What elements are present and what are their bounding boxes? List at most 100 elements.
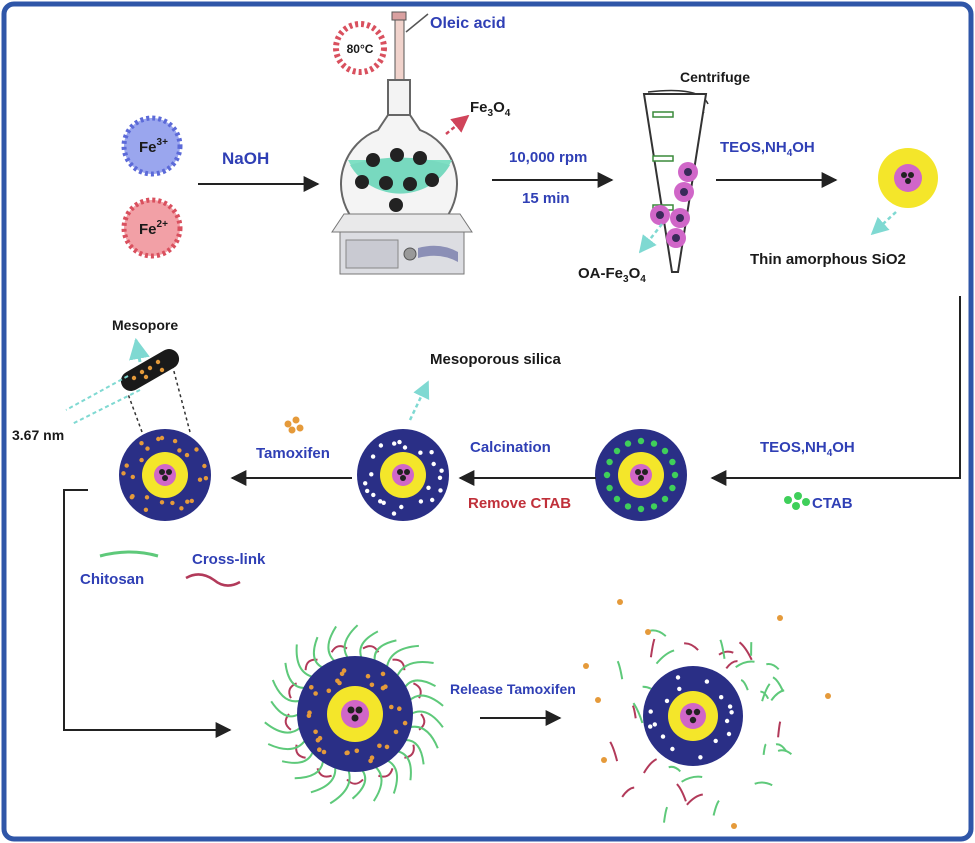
ctab-dot bbox=[669, 458, 676, 466]
chitosan-fiber bbox=[408, 694, 444, 707]
loose-fiber bbox=[621, 786, 635, 798]
chitosan-fiber bbox=[396, 750, 412, 781]
released-drug-dot bbox=[595, 697, 601, 703]
return-arrow bbox=[710, 296, 961, 486]
pore-dot bbox=[384, 744, 390, 750]
chitosan-fiber bbox=[264, 721, 302, 734]
pore-dot bbox=[124, 463, 129, 468]
pore-dot bbox=[418, 499, 424, 504]
ctab-dot bbox=[606, 484, 613, 492]
pore-dot bbox=[365, 673, 371, 679]
thin-silica-label: Thin amorphous SiO2 bbox=[750, 251, 906, 268]
pore-dot bbox=[339, 671, 345, 677]
ctab-dot bbox=[669, 484, 676, 492]
oleic-acid-label: Oleic acid bbox=[430, 15, 506, 32]
drug-loaded-particle bbox=[119, 429, 211, 521]
chitosan-fiber bbox=[385, 644, 419, 669]
fe3o4-label: Fe3O4 bbox=[470, 99, 511, 119]
released-drug-dot bbox=[825, 693, 831, 699]
pore-dot bbox=[139, 441, 144, 446]
ctab-dot bbox=[603, 471, 611, 479]
calcination-label: Calcination bbox=[470, 439, 551, 456]
chitosan-fiber bbox=[270, 700, 300, 718]
chitosan-fiber bbox=[343, 624, 359, 659]
loose-fiber bbox=[718, 650, 734, 656]
chitosan-fiber bbox=[372, 765, 383, 802]
chitosan-fiber bbox=[329, 769, 351, 805]
loose-fiber bbox=[761, 683, 771, 702]
released-particle bbox=[583, 599, 831, 829]
pore-dot bbox=[363, 481, 368, 486]
pore-dot bbox=[726, 731, 732, 737]
pore-dot bbox=[365, 488, 370, 494]
pore-dot bbox=[189, 498, 194, 504]
pore-dot bbox=[368, 758, 373, 764]
fe3o4-pointer bbox=[445, 114, 470, 135]
pore-dot bbox=[354, 748, 360, 754]
pore-dot bbox=[418, 450, 423, 455]
pore-dot bbox=[130, 474, 135, 480]
chitosan-fiber bbox=[310, 766, 337, 794]
pore-dot bbox=[660, 734, 666, 739]
pore-dot bbox=[439, 468, 444, 473]
pore-dot bbox=[313, 729, 318, 735]
released-drug-dot bbox=[645, 629, 651, 635]
pore-dot bbox=[426, 485, 431, 490]
loose-fiber bbox=[650, 629, 667, 637]
released-drug-dot bbox=[583, 663, 589, 669]
pore-dot bbox=[313, 691, 318, 696]
pore-dot bbox=[326, 688, 332, 694]
mesoporous-silica-label: Mesoporous silica bbox=[430, 351, 562, 368]
pore-dot bbox=[143, 507, 149, 512]
pore-dot bbox=[144, 495, 150, 500]
pore-dot bbox=[438, 488, 443, 493]
ctab-dot bbox=[624, 503, 632, 510]
loose-fiber bbox=[686, 793, 703, 806]
ctab-dot bbox=[661, 495, 669, 503]
chitosan-fiber bbox=[312, 636, 324, 669]
pore-dot bbox=[670, 746, 675, 752]
ctab-dot bbox=[613, 447, 621, 455]
pore-dot bbox=[380, 685, 386, 691]
pore-dot bbox=[378, 499, 383, 504]
flask-icon bbox=[340, 79, 458, 243]
chitosan-fiber bbox=[395, 660, 434, 678]
chitosan-fiber bbox=[359, 630, 379, 659]
loose-fiber bbox=[643, 758, 658, 774]
fe2-ion: Fe2+ bbox=[121, 197, 183, 259]
tamoxifen-label: Tamoxifen bbox=[256, 445, 330, 462]
chitosan-fiber bbox=[386, 759, 399, 794]
loose-fiber bbox=[762, 743, 767, 756]
loose-fiber bbox=[740, 678, 749, 691]
pore-dot bbox=[719, 695, 724, 700]
pore-dot bbox=[306, 713, 312, 718]
pore-dot bbox=[371, 492, 376, 498]
crosslink-swatch bbox=[185, 573, 241, 587]
remove-ctab-label: Remove CTAB bbox=[468, 495, 571, 512]
time-label: 15 min bbox=[522, 190, 570, 207]
pore-size-pointer-b bbox=[71, 389, 141, 425]
mesoporous-pointer bbox=[408, 380, 430, 421]
loose-fiber bbox=[655, 649, 675, 665]
loose-fiber bbox=[777, 749, 793, 755]
pore-dot bbox=[185, 499, 190, 504]
chitosan-fiber bbox=[294, 759, 325, 780]
silica-coated-particle bbox=[878, 148, 938, 208]
centrifuge-tube-icon bbox=[642, 89, 709, 273]
fe3-charge: 3+ bbox=[157, 137, 169, 148]
fe3-label: Fe bbox=[139, 139, 157, 156]
loose-fiber bbox=[775, 743, 787, 752]
ctab-dot bbox=[637, 437, 645, 445]
mesopore-channel bbox=[120, 349, 180, 391]
pore-dot bbox=[321, 749, 327, 755]
pore-size-pointer-a bbox=[65, 375, 129, 411]
crosslink-label: Cross-link bbox=[192, 551, 266, 568]
pore-dot bbox=[652, 722, 657, 727]
chitosan-label: Chitosan bbox=[80, 571, 144, 588]
pore-dot bbox=[391, 511, 397, 516]
loose-fiber bbox=[777, 721, 782, 738]
zoom-line-right bbox=[171, 363, 191, 433]
fe3-ion: Fe3+ bbox=[121, 115, 183, 177]
pore-dot bbox=[184, 452, 190, 458]
